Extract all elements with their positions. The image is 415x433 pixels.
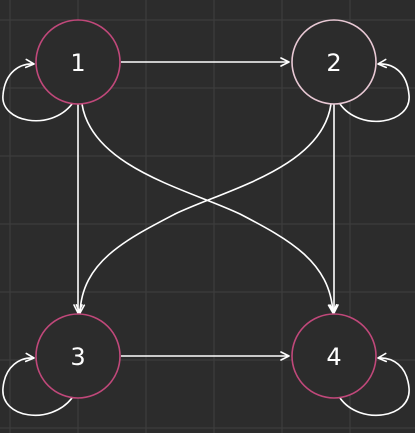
nodes-layer: 1 2 3 4 xyxy=(35,19,377,399)
edges-layer xyxy=(2,57,410,416)
node-2-label: 2 xyxy=(326,49,341,77)
node-2[interactable]: 2 xyxy=(291,19,377,105)
edge-4-to-4 xyxy=(339,352,410,416)
node-1[interactable]: 1 xyxy=(35,19,121,105)
node-4-label: 4 xyxy=(326,343,341,371)
node-4[interactable]: 4 xyxy=(291,313,377,399)
edge-2-to-3 xyxy=(75,103,332,314)
edge-1-to-1 xyxy=(2,58,73,122)
node-1-label: 1 xyxy=(70,49,85,77)
node-3[interactable]: 3 xyxy=(35,313,121,399)
node-3-label: 3 xyxy=(70,343,85,371)
node-4-circle xyxy=(291,313,377,399)
node-2-circle xyxy=(291,19,377,105)
node-3-circle xyxy=(35,313,121,399)
edge-1-to-4 xyxy=(81,103,338,314)
edge-2-to-2 xyxy=(339,58,410,123)
edge-3-to-3 xyxy=(2,352,73,416)
node-1-circle xyxy=(35,19,121,105)
